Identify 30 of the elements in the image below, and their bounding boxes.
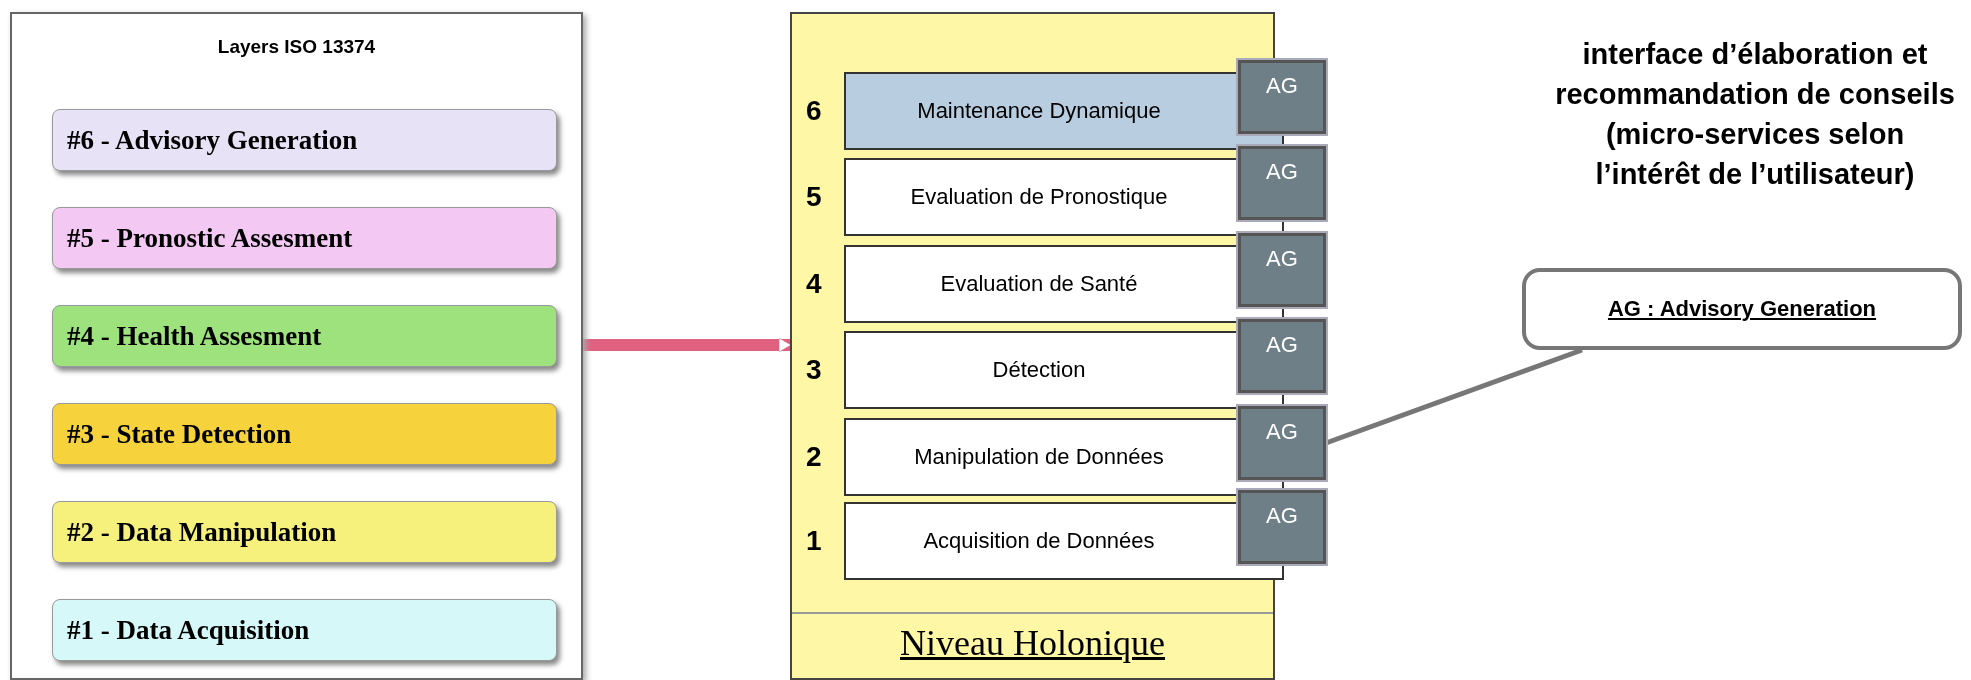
level-label: Manipulation de Données (914, 444, 1164, 470)
callout-box: AG : Advisory Generation (1522, 268, 1962, 350)
block-arrow (583, 337, 792, 353)
level-number: 4 (806, 268, 822, 300)
level-number: 5 (806, 181, 822, 213)
level-label: Evaluation de Santé (940, 271, 1138, 297)
advisory-box: AG (1238, 233, 1326, 307)
level-number: 2 (806, 441, 822, 473)
advisory-box: AG (1238, 490, 1326, 564)
level-label: Evaluation de Pronostique (910, 184, 1168, 210)
layer-box: #3 - State Detection (52, 403, 557, 465)
advisory-box: AG (1238, 60, 1326, 134)
layers-panel (10, 12, 583, 680)
level-label: Détection (992, 357, 1086, 383)
level-number: 6 (806, 95, 822, 127)
level-label: Maintenance Dynamique (917, 98, 1161, 124)
advisory-box: AG (1238, 406, 1326, 480)
panel-title: Niveau Holonique (899, 622, 1166, 664)
level-number: 3 (806, 354, 822, 386)
panel-title: Layers ISO 13374 (216, 36, 377, 58)
level-label: Acquisition de Données (923, 528, 1155, 554)
layer-box: #2 - Data Manipulation (52, 501, 557, 563)
layer-box: #5 - Pronostic Assesment (52, 207, 557, 269)
level-number: 1 (806, 525, 822, 557)
layer-box: #4 - Health Assesment (52, 305, 557, 367)
advisory-box: AG (1238, 319, 1326, 393)
heading-text: interface d’élaboration et recommandation de conseils (micro-services selon l’intérêt de l’utilisateur) (1555, 37, 1955, 192)
advisory-box: AG (1238, 146, 1326, 220)
layer-box: #6 - Advisory Generation (52, 109, 557, 171)
layer-box: #1 - Data Acquisition (52, 599, 557, 661)
